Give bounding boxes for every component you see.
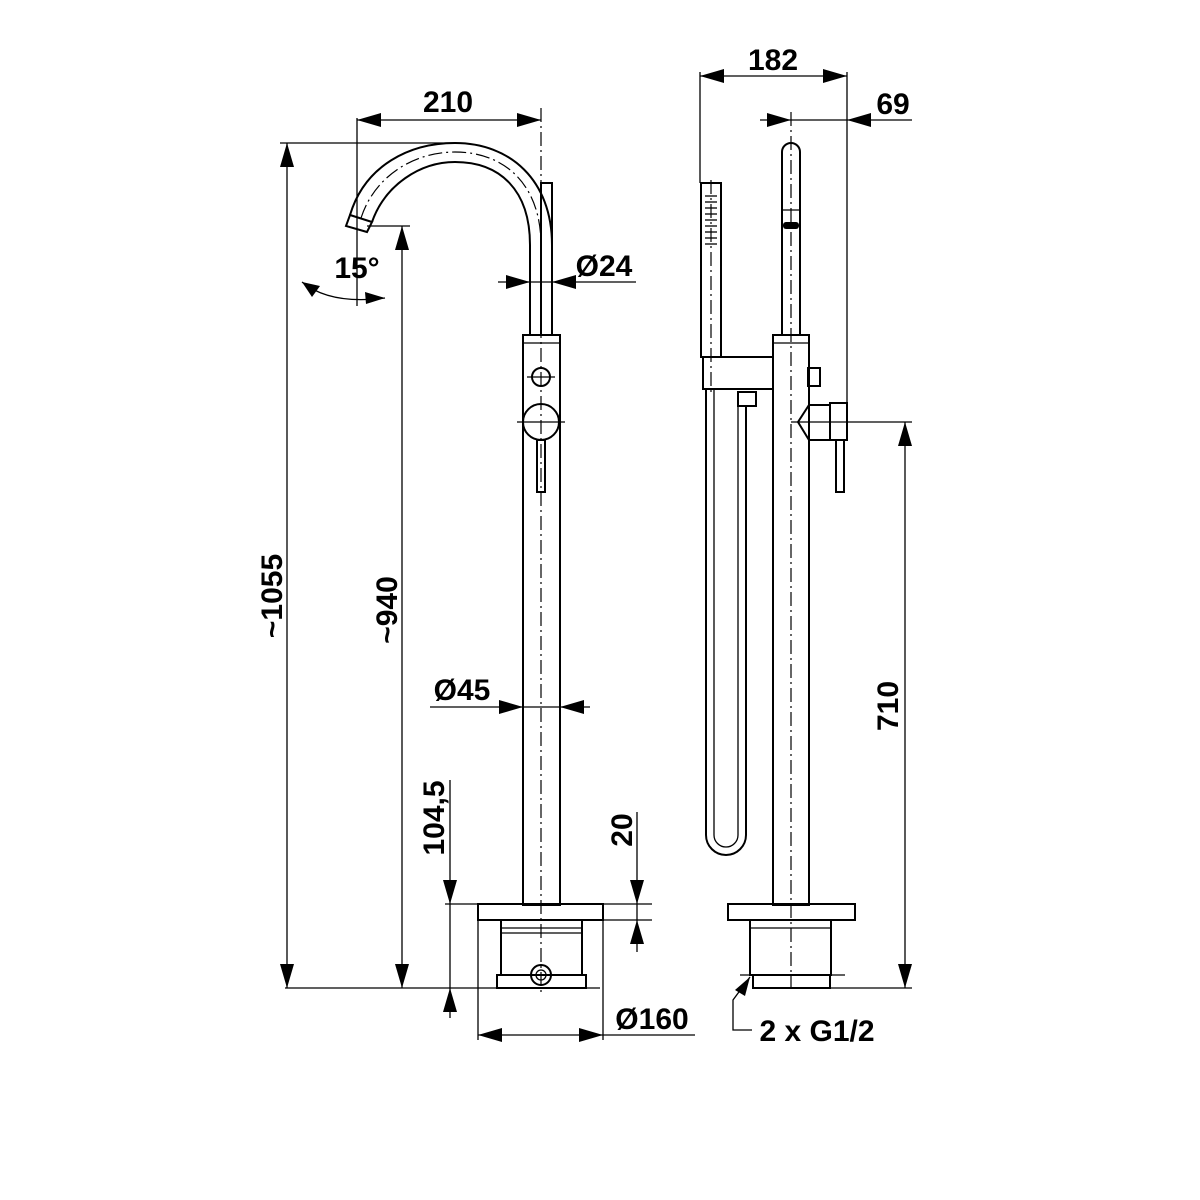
label-1055: ~1055 — [256, 554, 289, 638]
hose-connector — [737, 391, 757, 407]
label-182: 182 — [748, 44, 798, 77]
label-d24: Ø24 — [576, 250, 633, 283]
dimension-labels: 210 182 69 Ø24 15° ~1055 ~940 Ø45 104,5 … — [256, 44, 910, 1048]
spout-inner — [371, 160, 531, 335]
label-210: 210 — [423, 86, 473, 119]
label-d160: Ø160 — [615, 1003, 688, 1036]
side-view — [700, 112, 856, 989]
inlet-connection — [530, 964, 552, 986]
label-69: 69 — [876, 88, 909, 121]
front-view — [285, 108, 652, 995]
label-104-5: 104,5 — [418, 780, 451, 855]
label-940: ~940 — [371, 576, 404, 644]
spout-outer — [349, 141, 553, 335]
diverter-side — [807, 367, 821, 387]
aerator — [344, 213, 374, 234]
hose — [705, 389, 747, 856]
shower-holder — [702, 356, 774, 390]
dimension-lines — [280, 69, 912, 1042]
label-connections: 2 x G1/2 — [759, 1015, 874, 1048]
label-710: 710 — [872, 681, 905, 731]
side-lever — [835, 439, 845, 493]
label-d45: Ø45 — [434, 674, 491, 707]
side-mixer — [796, 404, 831, 441]
label-15deg: 15° — [334, 252, 379, 285]
label-20: 20 — [606, 813, 639, 846]
